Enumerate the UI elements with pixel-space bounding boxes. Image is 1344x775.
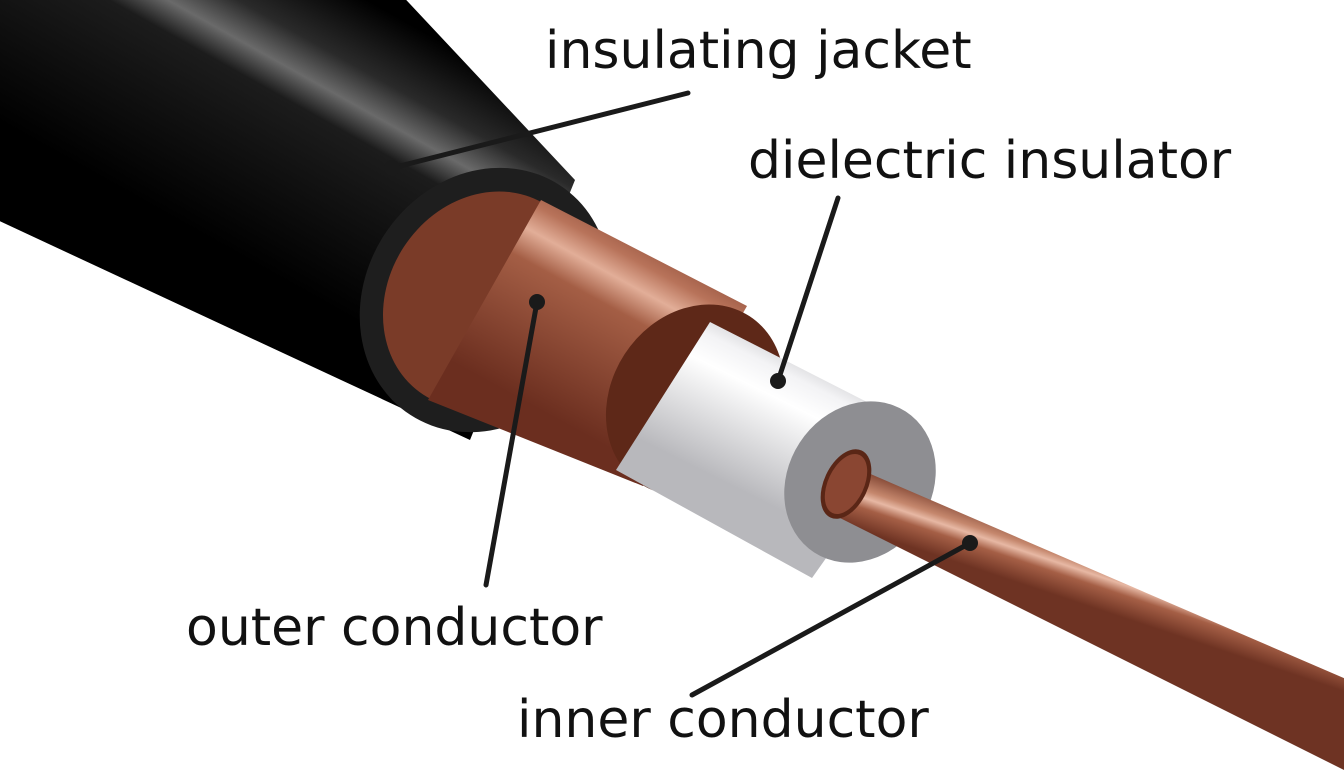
leader-insulating-jacket	[384, 90, 691, 176]
leader-dielectric-insulator	[770, 195, 841, 389]
label-inner-conductor: inner conductor	[517, 690, 929, 750]
label-insulating-jacket: insulating jacket	[545, 21, 972, 81]
leader-outer-conductor	[483, 294, 545, 588]
label-outer-conductor: outer conductor	[186, 598, 603, 658]
inner-conductor-shape	[820, 449, 1344, 770]
label-dielectric-insulator: dielectric insulator	[748, 131, 1232, 191]
leader-inner-conductor	[689, 535, 978, 698]
